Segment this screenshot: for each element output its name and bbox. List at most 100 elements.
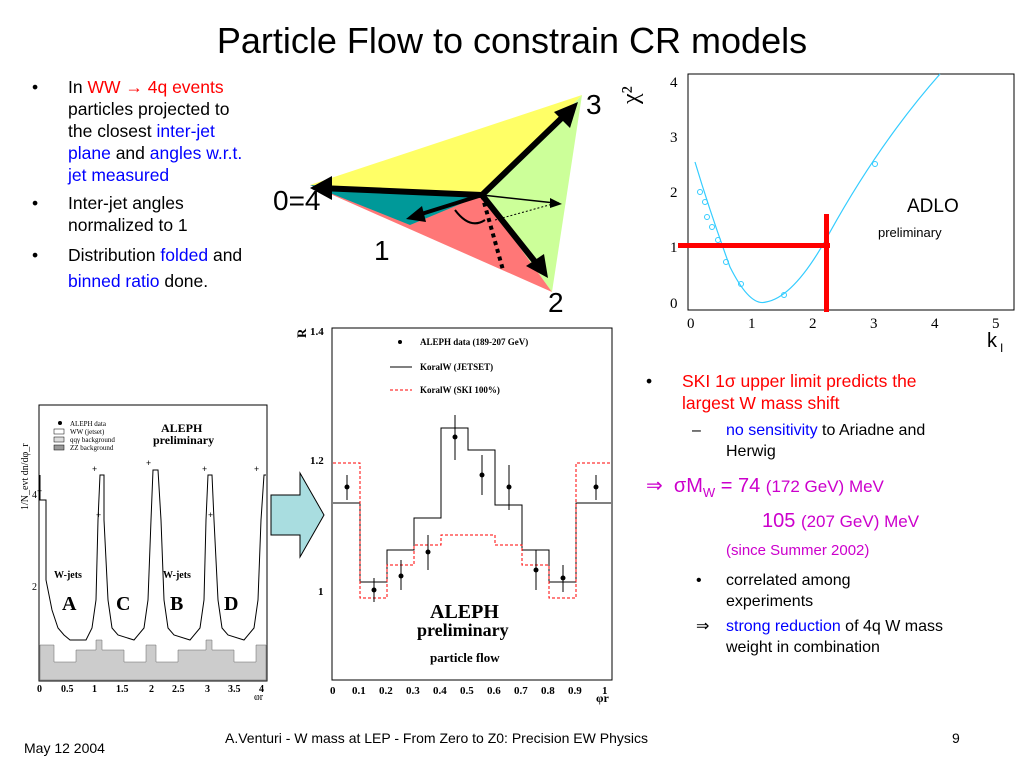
aleph-left-wjets-label: W-jets (54, 570, 82, 581)
triangle-region-green (482, 95, 582, 292)
aleph-left-xtick: 0 (37, 684, 42, 695)
jet-arrow-0 (319, 185, 483, 198)
chi2-xtick: 3 (870, 316, 878, 332)
triangle-label-2: 2 (548, 287, 564, 318)
jet-plane-triangle-diagram: 0=4 1 2 3 (273, 89, 602, 318)
triangle-label-1: 1 (374, 235, 390, 266)
jet-arrow-1-head (406, 206, 426, 222)
svg-text:+: + (208, 510, 213, 520)
ratio-subtitle: preliminary (417, 620, 509, 640)
chi2-xtick: 1 (748, 316, 756, 332)
aleph-left-xticks: 0 0.5 1 1.5 2 2.5 3 3.5 4 (37, 684, 264, 695)
svg-text:+: + (92, 464, 97, 474)
left-bullet-list: • In WW → 4q events particles projected … (28, 76, 318, 300)
aleph-left-xtick: 2 (149, 684, 154, 695)
chi2-plot-frame (687, 73, 1015, 311)
chi2-xticks: 0 1 2 3 4 5 (687, 316, 1000, 332)
chi2-xtick: 0 (687, 316, 695, 332)
chi2-ytick: 0 (670, 296, 678, 312)
aleph-left-ylabel: 1/N_evt dn/dφ_r (20, 443, 31, 510)
chi2-ytick: 2 (670, 185, 678, 201)
angle-arc (454, 209, 486, 225)
projection-dotted (494, 201, 561, 221)
aleph-left-xtick: 0.5 (61, 684, 74, 695)
aleph-left-xtick: 4 (259, 684, 264, 695)
ski-bullet: • SKI 1σ upper limit predicts the larges… (646, 371, 917, 413)
chi2-curve (694, 73, 941, 304)
ratio-plot-frame (331, 327, 613, 681)
aleph-left-xtick: 1 (92, 684, 97, 695)
bullet-item: • Inter-jet angles normalized to 1 (32, 193, 188, 235)
svg-text:+: + (96, 510, 101, 520)
particle-arrow-head (550, 198, 562, 208)
ratio-xtick: 0.6 (487, 685, 501, 697)
aleph-left-title: ALEPH (161, 421, 203, 435)
bullet-dot: • (696, 572, 702, 589)
aleph-left-legend-entry: ALEPH data (70, 420, 107, 428)
chi2-limit-line-horizontal (678, 243, 830, 248)
aleph-left-xtick: 2.5 (172, 684, 185, 695)
aleph-left-ytick: 2 (32, 582, 37, 593)
aleph-left-subtitle: preliminary (153, 433, 214, 447)
aleph-left-region-labels: A C B D (62, 593, 238, 615)
region-label-d: D (224, 593, 238, 615)
chi2-xtick: 5 (992, 316, 1000, 332)
ratio-legend-entry: ALEPH data (189-207 GeV) (420, 337, 528, 347)
implies-arrow: ⇒ (696, 618, 710, 635)
region-label-c: C (116, 593, 130, 615)
chi2-points (697, 161, 878, 298)
chi2-xtick: 2 (809, 316, 817, 332)
triangle-label-3: 3 (586, 89, 602, 120)
ratio-xtick: 0.7 (514, 685, 528, 697)
ratio-legend-entry: KoralW (JETSET) (420, 362, 493, 372)
chi2-xlabel: k (987, 330, 998, 352)
chi2-limit-line-vertical (824, 214, 829, 312)
bullet-dot: • (32, 193, 39, 213)
svg-text:+: + (202, 464, 207, 474)
ratio-koralw-ski-hist (333, 462, 611, 599)
svg-text:+: + (37, 486, 42, 496)
ratio-xticks: 0 0.1 0.2 0.3 0.4 0.5 0.6 0.7 0.8 0.9 1 (330, 685, 608, 697)
ratio-ytick: 1.4 (310, 326, 324, 338)
aleph-left-xtick: 3 (205, 684, 210, 695)
chi2-ytick: 4 (670, 75, 678, 91)
sensitivity-subbullet: – no sensitivity to Ariadne and Herwig (692, 422, 926, 460)
bullet-item: • In WW → 4q events particles projected … (32, 77, 243, 185)
region-label-a: A (62, 593, 77, 615)
subbullet-dash: – (692, 422, 701, 439)
ratio-ylabel: R (294, 328, 309, 338)
ratio-xtick: 0.5 (460, 685, 474, 697)
chi2-ylabel: χ² (620, 86, 644, 105)
bullet-dot: • (32, 77, 39, 97)
aleph-left-xlabel: φr (254, 692, 264, 700)
footer-date: May 12 2004 (24, 740, 105, 756)
triangle-label-0: 0=4 (273, 185, 321, 216)
aleph-left-ww-hist (39, 469, 266, 641)
ratio-legend-entry: KoralW (SKI 100%) (420, 385, 500, 395)
aleph-flow-distribution-plot: 1/N_evt dn/dφ_r 2 4 0 0.5 1 1.5 2 2.5 3 … (20, 404, 268, 700)
ratio-title: ALEPH (430, 601, 499, 623)
flow-arrow-icon (270, 471, 325, 559)
ratio-xtick: 0.8 (541, 685, 555, 697)
jet-arrow-2 (479, 193, 543, 270)
aleph-left-yticks: 2 4 (32, 490, 37, 593)
chi2-ytick: 3 (670, 130, 678, 146)
aleph-left-legend-entry: ZZ background (70, 444, 114, 452)
chi2-adlo-label: ADLO (907, 196, 959, 217)
ratio-ytick: 1.2 (310, 455, 324, 467)
bullet-dot: • (646, 371, 653, 391)
aleph-ratio-plot: R 1 1.2 1.4 0 0.1 0.2 0.3 0.4 0.5 0.6 0.… (294, 326, 613, 705)
chi2-plot: χ² 0 1 2 3 4 0 1 2 3 4 5 k I ADLO prelim… (620, 73, 1015, 355)
ratio-ytick: 1 (318, 586, 324, 598)
aleph-left-xtick: 3.5 (228, 684, 241, 695)
aleph-left-wjets-label: W-jets (163, 570, 191, 581)
aleph-left-legend-entry: qqγ background (70, 436, 115, 444)
strong-reduction-subbullet: ⇒ strong reduction of 4q W mass weight i… (696, 618, 943, 656)
jet-arrow-0-head (310, 176, 332, 200)
bullet-dot: • (32, 245, 39, 265)
ratio-xtick: 0.1 (352, 685, 366, 697)
slide-title: Particle Flow to constrain CR models (216, 20, 808, 61)
aleph-left-xtick: 1.5 (116, 684, 129, 695)
chi2-yticks: 0 1 2 3 4 (670, 75, 678, 312)
jet-arrow-3-head (554, 102, 578, 128)
